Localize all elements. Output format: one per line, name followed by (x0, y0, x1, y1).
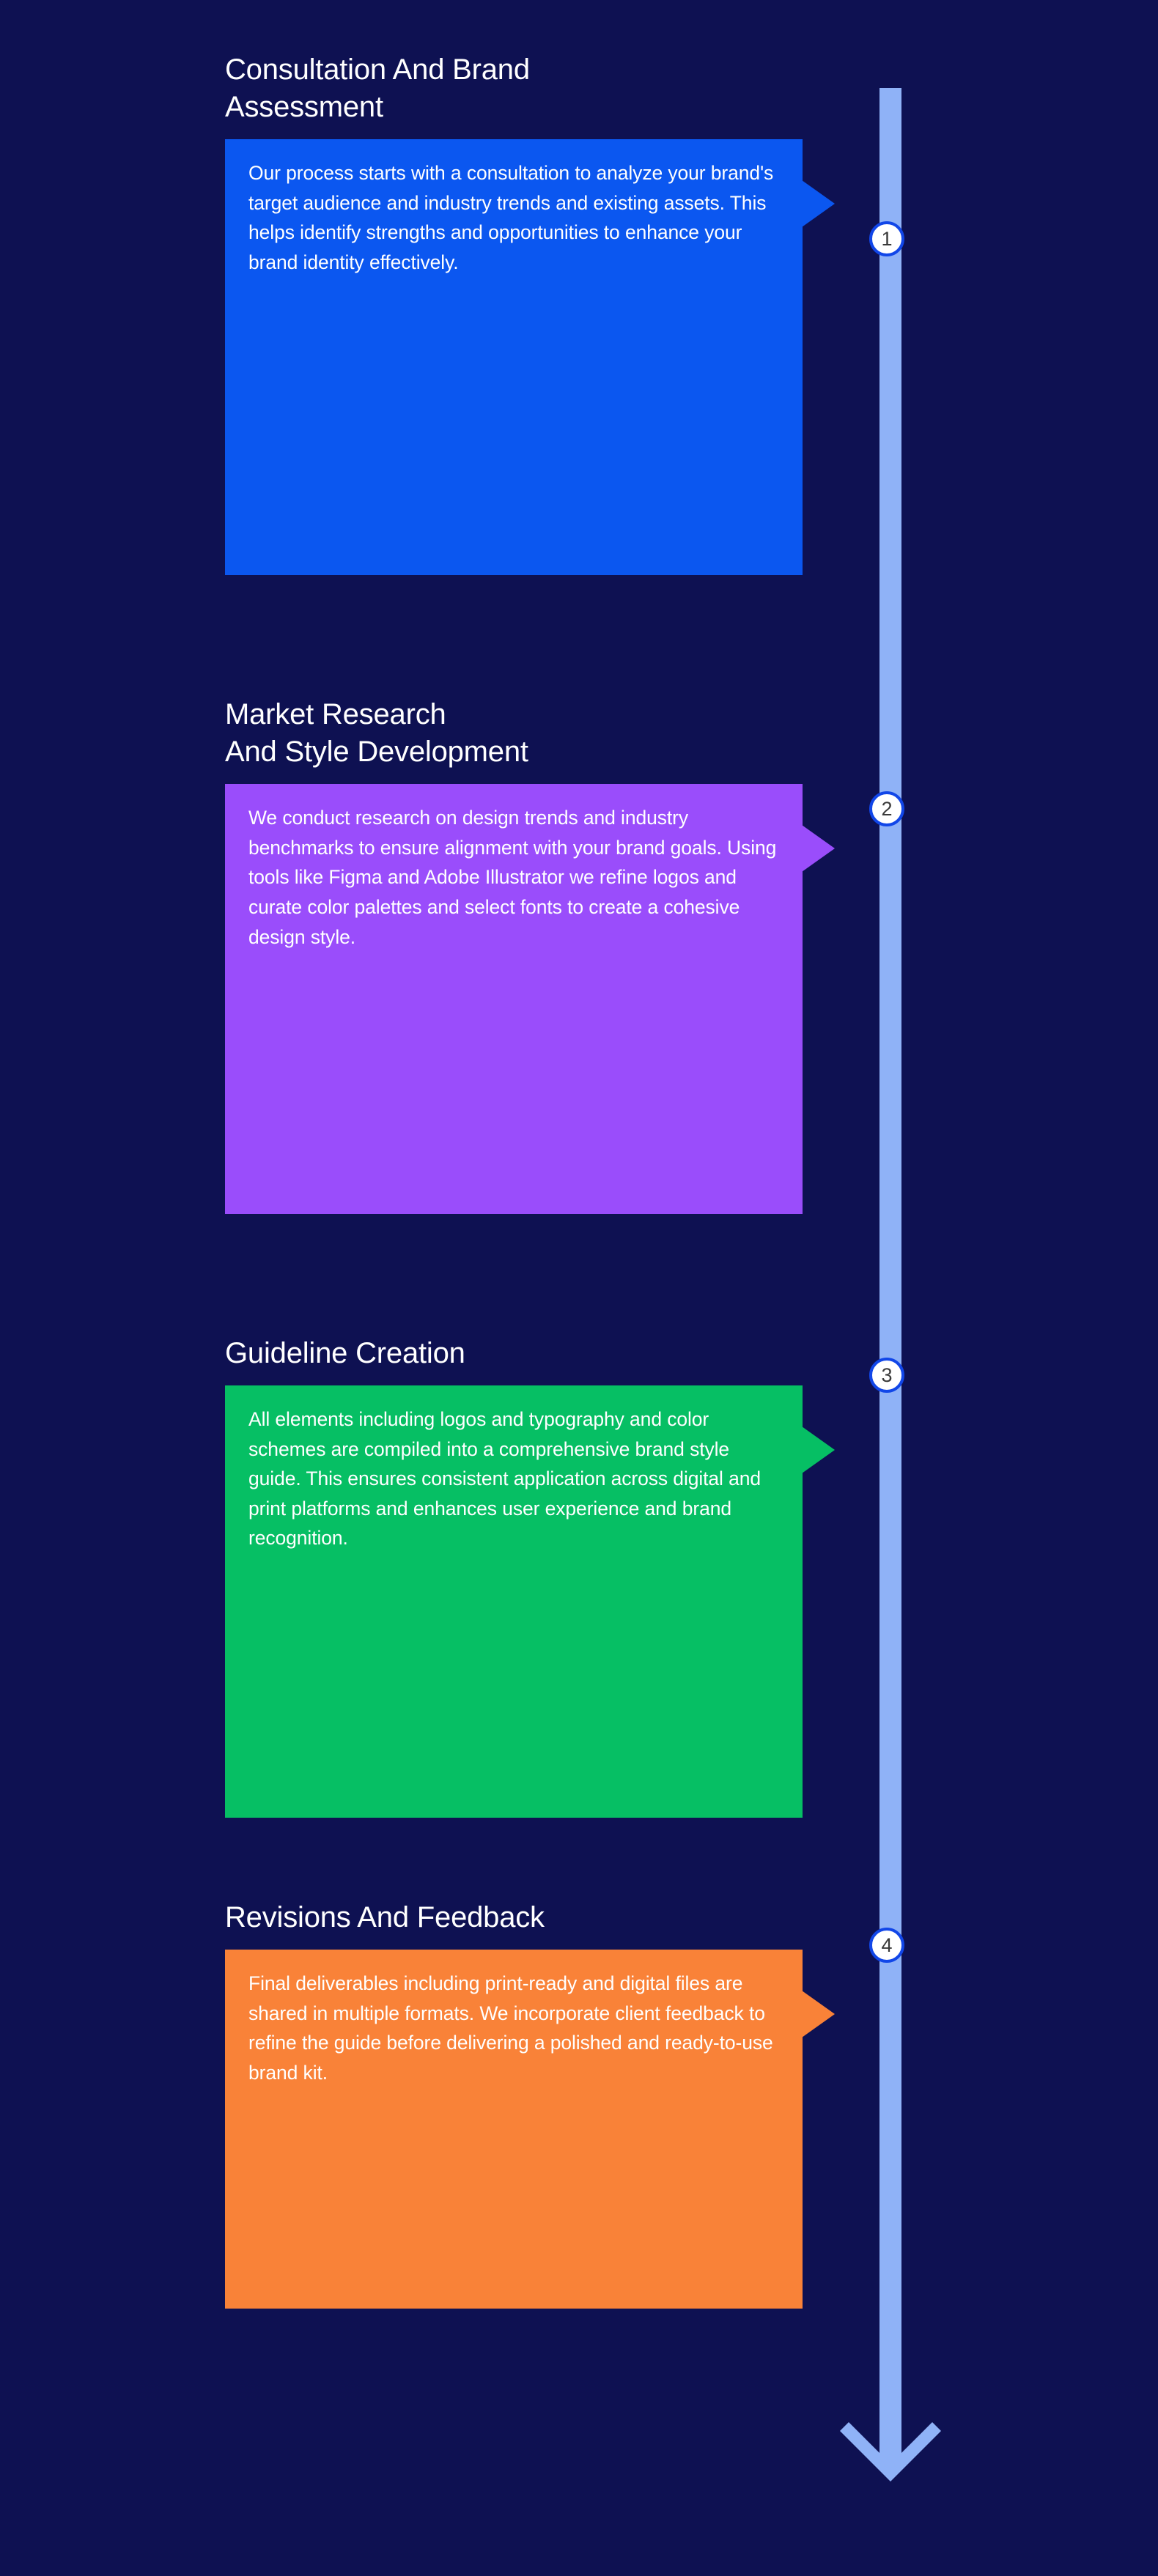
step-description: Final deliverables including print-ready… (248, 1972, 773, 2084)
step-badge-4: 4 (869, 1928, 904, 1963)
step-card: We conduct research on design trends and… (225, 784, 835, 1215)
timeline-step-2: Market Research And Style Development We… (225, 696, 835, 1215)
step-number: 1 (881, 227, 893, 250)
step-number: 3 (881, 1363, 893, 1386)
step-description: We conduct research on design trends and… (248, 807, 777, 948)
timeline-step-3: Guideline Creation All elements includin… (225, 1335, 835, 1818)
step-card: All elements including logos and typogra… (225, 1385, 835, 1818)
card-pointer (802, 825, 835, 873)
step-title: Market Research And Style Development (225, 698, 528, 769)
card-pointer (802, 1991, 835, 2038)
timeline-step-1: Consultation And Brand Assessment Our pr… (225, 51, 835, 576)
step-title: Revisions And Feedback (225, 1901, 545, 1933)
step-description: All elements including logos and typogra… (248, 1408, 761, 1550)
step-number: 4 (881, 1933, 893, 1956)
timeline-step-4: Revisions And Feedback Final deliverable… (225, 1899, 835, 2309)
step-card: Our process starts with a consultation t… (225, 139, 835, 576)
step-card: Final deliverables including print-ready… (225, 1950, 835, 2309)
step-number: 2 (881, 797, 893, 820)
step-title: Guideline Creation (225, 1337, 465, 1369)
step-badge-1: 1 (869, 221, 904, 256)
card-pointer (802, 180, 835, 228)
step-badge-3: 3 (869, 1358, 904, 1393)
step-description: Our process starts with a consultation t… (248, 162, 774, 273)
step-title: Consultation And Brand Assessment (225, 53, 530, 124)
card-pointer (802, 1426, 835, 1474)
step-badge-2: 2 (869, 791, 904, 826)
timeline-track (879, 88, 901, 2410)
